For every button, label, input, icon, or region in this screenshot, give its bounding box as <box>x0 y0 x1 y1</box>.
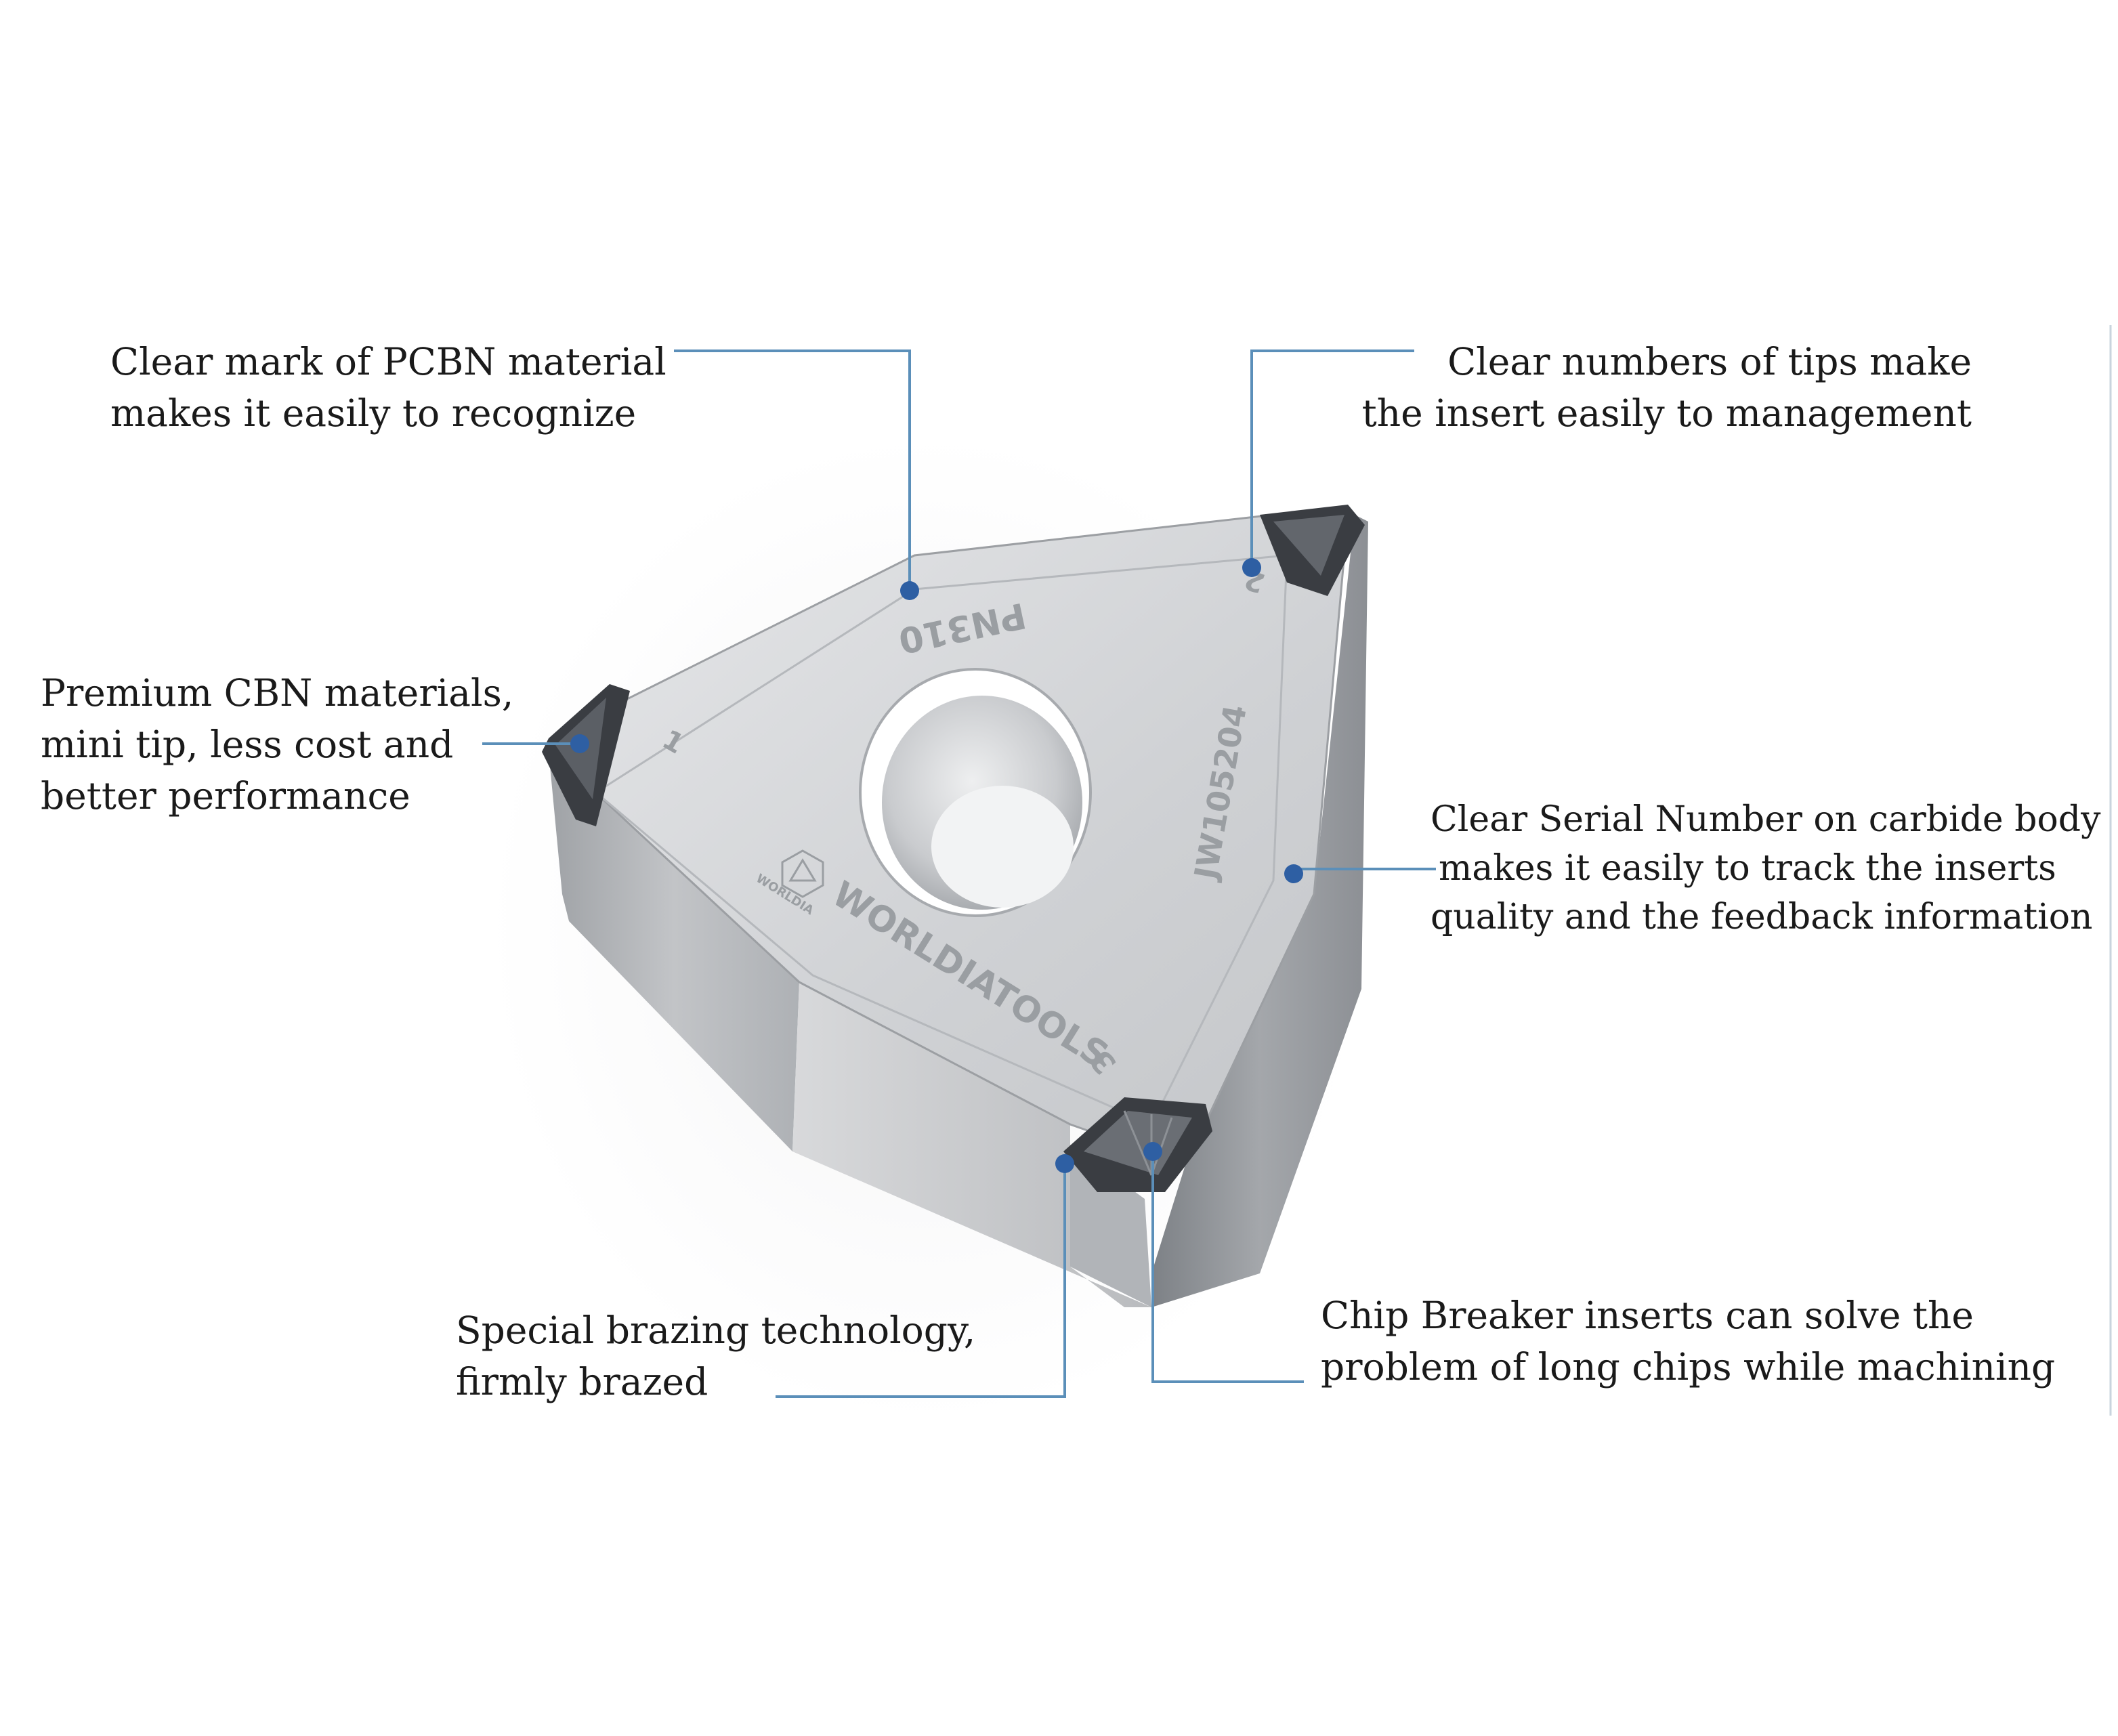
dot-brazing <box>1055 1154 1074 1173</box>
callout-cbn-materials: Premium CBN materials, mini tip, less co… <box>41 667 513 822</box>
callout-brazing-line-2: firmly brazed <box>456 1360 708 1403</box>
dot-cbn-materials <box>570 734 589 753</box>
callout-cbn-materials-line-3: better performance <box>41 774 410 818</box>
callout-brazing: Special brazing technology, firmly braze… <box>456 1305 975 1407</box>
callout-cbn-materials-line-2: mini tip, less cost and <box>41 723 454 766</box>
insert-center-hole <box>859 668 1092 917</box>
worldia-logo-icon <box>781 849 824 898</box>
leader-pcbn-mark <box>674 350 911 591</box>
leader-lines <box>482 350 1436 1398</box>
callout-chip-breaker-line-1: Chip Breaker inserts can solve the <box>1321 1294 1974 1337</box>
leader-brazing <box>776 1164 1066 1398</box>
callout-serial-number-line-2: makes it easily to track the inserts <box>1439 848 2056 889</box>
callout-brazing-line-1: Special brazing technology, <box>456 1309 976 1352</box>
leader-chip-breaker <box>1151 1151 1304 1383</box>
callout-tip-numbers-line-1: Clear numbers of tips make <box>1447 340 1972 383</box>
dot-chip-breaker <box>1143 1142 1162 1161</box>
callout-tip-numbers: Clear numbers of tips make the insert ea… <box>1362 336 1972 439</box>
callout-serial-number-line-3: quality and the feedback information <box>1431 897 2093 937</box>
dot-serial-number <box>1284 864 1303 883</box>
dot-pcbn-mark <box>900 581 919 600</box>
callout-chip-breaker: Chip Breaker inserts can solve the probl… <box>1321 1290 2055 1393</box>
callout-cbn-materials-line-1: Premium CBN materials, <box>41 671 514 715</box>
callout-tip-numbers-line-2: the insert easily to management <box>1361 391 1972 435</box>
callout-serial-number-line-1: Clear Serial Number on carbide body <box>1431 799 2101 840</box>
insert-side-faces <box>549 515 1368 1307</box>
callout-dots <box>570 558 1303 1173</box>
callout-serial-number: Clear Serial Number on carbide body make… <box>1431 795 2100 941</box>
callout-pcbn-mark-line-2: makes it easily to recognize <box>110 391 637 435</box>
cbn-tip-bottom <box>1063 1097 1212 1192</box>
dot-tip-numbers <box>1242 558 1261 577</box>
callout-pcbn-mark-line-1: Clear mark of PCBN material <box>110 340 666 383</box>
callout-chip-breaker-line-2: problem of long chips while machining <box>1321 1345 2056 1389</box>
cbn-tip-top-right <box>1260 505 1365 596</box>
callout-pcbn-mark: Clear mark of PCBN material makes it eas… <box>110 336 666 439</box>
leader-tip-numbers <box>1250 350 1414 568</box>
